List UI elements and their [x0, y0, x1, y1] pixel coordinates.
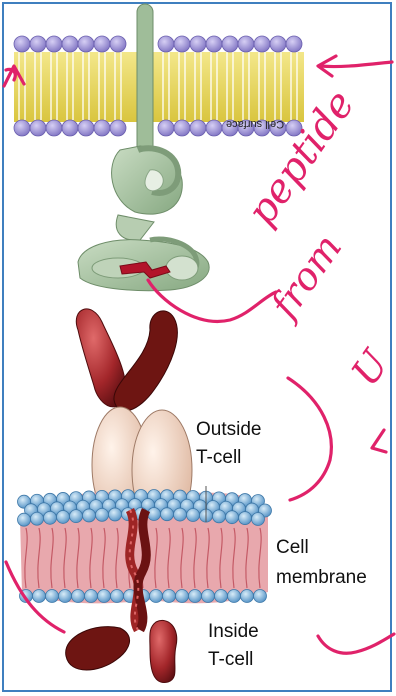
lipid-head — [254, 590, 267, 603]
lipid-head — [174, 508, 187, 521]
lipid-head — [110, 120, 126, 136]
lipid-head — [174, 120, 190, 136]
lipid-head — [59, 590, 72, 603]
lipid-head — [174, 36, 190, 52]
lipid-head — [96, 508, 109, 521]
lipid-head — [213, 510, 226, 523]
lipid-head — [94, 36, 110, 52]
lipid-head — [176, 590, 189, 603]
lipid-head — [70, 510, 83, 523]
lipid-head — [62, 36, 78, 52]
lipid-head — [33, 590, 46, 603]
lipid-head — [46, 120, 62, 136]
lipid-head — [206, 120, 222, 136]
cell-surface-label: Cell surface — [226, 118, 284, 130]
lipid-head — [18, 513, 31, 526]
membrane-label-line2: membrane — [276, 566, 367, 590]
lipid-head — [85, 590, 98, 603]
outside-label-line2: T-cell — [196, 446, 241, 470]
lipid-head — [202, 590, 215, 603]
lipid-head — [98, 590, 111, 603]
lipid-head — [238, 36, 254, 52]
lipid-head — [78, 120, 94, 136]
lipid-head — [30, 120, 46, 136]
lipid-head — [111, 590, 124, 603]
lipid-head — [190, 120, 206, 136]
lipid-head — [161, 508, 174, 521]
lipid-head — [57, 510, 70, 523]
lipid-head — [148, 508, 161, 521]
lipid-head — [222, 36, 238, 52]
lipid-head — [158, 36, 174, 52]
lipid-head — [109, 508, 122, 521]
lipid-head — [228, 590, 241, 603]
inside-label-line2: T-cell — [208, 648, 253, 672]
membrane-label-line1: Cell — [276, 536, 309, 560]
lipid-head — [14, 36, 30, 52]
lipid-head — [14, 120, 30, 136]
lipid-head — [239, 512, 252, 525]
lipid-head — [150, 590, 163, 603]
lipid-head — [46, 590, 59, 603]
lipid-head — [44, 511, 57, 524]
lipid-head — [189, 590, 202, 603]
inside-label-line1: Inside — [208, 620, 259, 644]
lipid-head — [30, 36, 46, 52]
lipid-head — [226, 511, 239, 524]
lipid-head — [110, 36, 126, 52]
lipid-head — [31, 512, 44, 525]
lipid-head — [72, 590, 85, 603]
lipid-head — [83, 509, 96, 522]
lipid-head — [158, 120, 174, 136]
lipid-head — [163, 590, 176, 603]
lipid-head — [270, 36, 286, 52]
lipid-head — [94, 120, 110, 136]
lipid-head — [241, 590, 254, 603]
lipid-head — [187, 509, 200, 522]
lipid-head — [286, 36, 302, 52]
lipid-head — [254, 36, 270, 52]
lipid-head — [206, 36, 222, 52]
lipid-head — [46, 36, 62, 52]
lipid-head — [252, 513, 265, 526]
lipid-head — [190, 36, 206, 52]
lipid-head — [78, 36, 94, 52]
lipid-head — [215, 590, 228, 603]
outside-label-line1: Outside — [196, 418, 261, 442]
lipid-head — [62, 120, 78, 136]
